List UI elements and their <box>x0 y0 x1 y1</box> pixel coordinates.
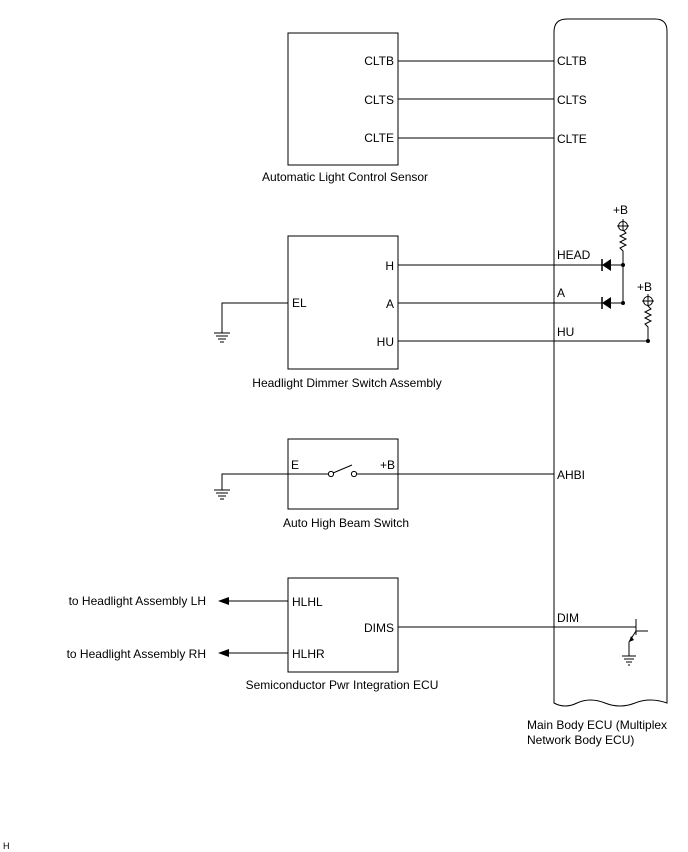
ecu-pin-clts: CLTS <box>557 93 587 107</box>
diode-a <box>601 297 611 309</box>
ecu-pin-a: A <box>557 286 565 300</box>
output-label-rh: to Headlight Assembly RH <box>67 647 206 661</box>
ecu-pin-hu: HU <box>557 325 574 339</box>
ground-symbol-dim <box>622 655 636 666</box>
dimmer-switch-name: Headlight Dimmer Switch Assembly <box>252 376 441 390</box>
dimmer-pin-h: H <box>385 259 394 273</box>
ground-symbol-el <box>214 332 230 343</box>
arrow-rh <box>218 649 229 657</box>
dimmer-pin-hu: HU <box>377 335 394 349</box>
ecu-pin-dim: DIM <box>557 611 579 625</box>
ahb-pin-e: E <box>291 458 299 472</box>
sensor-pin-clts: CLTS <box>364 93 394 107</box>
pullup-resistor-1 <box>618 219 628 265</box>
ground-symbol-e <box>214 489 230 500</box>
ecu-pin-ahbi: AHBI <box>557 468 585 482</box>
footer-code: H <box>3 841 10 851</box>
diode-head <box>601 259 611 271</box>
ecu-pin-cltb: CLTB <box>557 54 587 68</box>
switch-contact-right <box>350 470 358 478</box>
ecu-pin-head: HEAD <box>557 248 591 262</box>
ecu-name-line1: Main Body ECU (Multiplex <box>527 718 667 732</box>
junction-dot-a <box>621 301 625 305</box>
semi-pin-dims: DIMS <box>364 621 394 635</box>
output-label-lh: to Headlight Assembly LH <box>69 594 206 608</box>
ecu-name-line2: Network Body ECU) <box>527 733 634 747</box>
supply-label-2: +B <box>637 280 652 294</box>
wire-e-ground <box>221 473 288 490</box>
supply-label-1: +B <box>613 203 628 217</box>
transistor-arrow <box>629 636 634 642</box>
pullup-resistor-2 <box>643 294 653 341</box>
arrow-lh <box>218 597 229 605</box>
semiconductor-ecu-name: Semiconductor Pwr Integration ECU <box>246 678 439 692</box>
light-sensor-name: Automatic Light Control Sensor <box>262 170 428 184</box>
wire-el-ground <box>221 302 288 333</box>
semi-pin-hlhr: HLHR <box>292 647 325 661</box>
dimmer-pin-a: A <box>386 297 394 311</box>
switch-contact-left <box>327 470 335 478</box>
dimmer-pin-el: EL <box>292 296 307 310</box>
sensor-pin-cltb: CLTB <box>364 54 394 68</box>
sensor-pin-clte: CLTE <box>364 131 394 145</box>
switch-blade <box>332 464 353 474</box>
junction-dot-hu <box>646 339 650 343</box>
ahb-switch-name: Auto High Beam Switch <box>283 516 409 530</box>
semiconductor-ecu-box <box>287 577 399 673</box>
junction-dot-head <box>621 263 625 267</box>
ecu-pin-clte: CLTE <box>557 132 587 146</box>
main-body-ecu-box <box>553 18 668 707</box>
semi-pin-hlhl: HLHL <box>292 595 323 609</box>
ahb-pin-b: +B <box>380 458 395 472</box>
